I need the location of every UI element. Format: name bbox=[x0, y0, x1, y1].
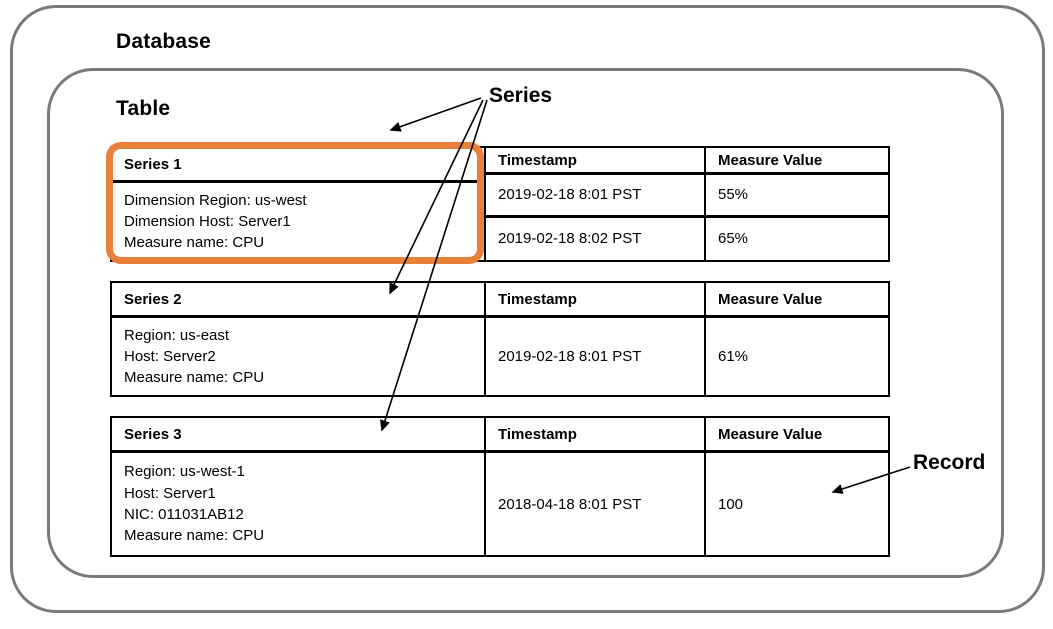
series-attribute-line: Measure name: CPU bbox=[124, 234, 265, 252]
timestamp-cell: 2018-04-18 8:01 PST bbox=[498, 495, 642, 513]
series-attribute-line: Measure name: CPU bbox=[124, 527, 265, 545]
series-block: Series 2 Region: us-east Host: Server2 M… bbox=[110, 281, 890, 397]
series-attribute-line: Host: Server2 bbox=[124, 347, 216, 365]
series-name-header: Series 1 bbox=[112, 148, 484, 183]
timestamp-header: Timestamp bbox=[486, 148, 704, 176]
timestamp-header: Timestamp bbox=[486, 283, 704, 318]
series-attributes-cell: Region: us-east Host: Server2 Measure na… bbox=[112, 318, 484, 395]
series-attribute-line: Measure name: CPU bbox=[124, 369, 265, 387]
table-container bbox=[47, 68, 1004, 578]
measure-value-cell: 65% bbox=[718, 230, 749, 248]
series-attributes-cell: Dimension Region: us-west Dimension Host… bbox=[112, 183, 484, 260]
series-attribute-line: Dimension Host: Server1 bbox=[124, 212, 291, 230]
measure-value-header: Measure Value bbox=[706, 418, 888, 453]
series-attribute-line: NIC: 011031AB12 bbox=[124, 506, 244, 523]
series-definition-column: Series 1 Dimension Region: us-west Dimen… bbox=[110, 146, 486, 262]
series-block: Series 1 Dimension Region: us-west Dimen… bbox=[110, 146, 890, 262]
series-attribute-line: Region: us-west-1 bbox=[124, 463, 245, 481]
series-attribute-line: Region: us-east bbox=[124, 326, 230, 344]
series-attributes-cell: Region: us-west-1 Host: Server1 NIC: 011… bbox=[112, 453, 484, 555]
measure-value-cell: 100 bbox=[718, 495, 744, 513]
measure-value-cell: 55% bbox=[706, 175, 888, 218]
timestamp-cell: 2019-02-18 8:01 PST bbox=[498, 348, 642, 365]
series-name-header: Series 3 bbox=[112, 418, 484, 453]
series-attribute-line: Host: Server1 bbox=[124, 484, 216, 502]
record-annotation-label: Record bbox=[913, 451, 986, 474]
series-block: Series 3 Region: us-west-1 Host: Server1… bbox=[110, 416, 890, 557]
series-annotation-label: Series bbox=[489, 84, 553, 107]
timestamp-header: Timestamp bbox=[486, 418, 704, 453]
database-container bbox=[10, 5, 1045, 613]
series-name-header: Series 2 bbox=[112, 283, 484, 318]
measure-value-column: Measure Value 100 bbox=[706, 416, 890, 557]
measure-value-header: Measure Value bbox=[706, 148, 888, 176]
series-definition-column: Series 2 Region: us-east Host: Server2 M… bbox=[110, 281, 486, 397]
timestamp-column: Timestamp 2018-04-18 8:01 PST bbox=[486, 416, 706, 557]
series-attribute-line: Dimension Region: us-west bbox=[124, 191, 307, 209]
table-title: Table bbox=[116, 97, 171, 120]
timestamp-cell: 2019-02-18 8:01 PST bbox=[486, 175, 704, 218]
timestamp-cell: 2019-02-18 8:02 PST bbox=[498, 230, 642, 248]
timestamp-column: Timestamp 2019-02-18 8:01 PST 2019-02-18… bbox=[486, 146, 706, 262]
database-title: Database bbox=[116, 30, 211, 53]
measure-value-cell: 61% bbox=[718, 348, 749, 365]
measure-value-header: Measure Value bbox=[706, 283, 888, 318]
measure-value-column: Measure Value 61% bbox=[706, 281, 890, 397]
series-definition-column: Series 3 Region: us-west-1 Host: Server1… bbox=[110, 416, 486, 557]
measure-value-column: Measure Value 55% 65% bbox=[706, 146, 890, 262]
timestamp-column: Timestamp 2019-02-18 8:01 PST bbox=[486, 281, 706, 397]
